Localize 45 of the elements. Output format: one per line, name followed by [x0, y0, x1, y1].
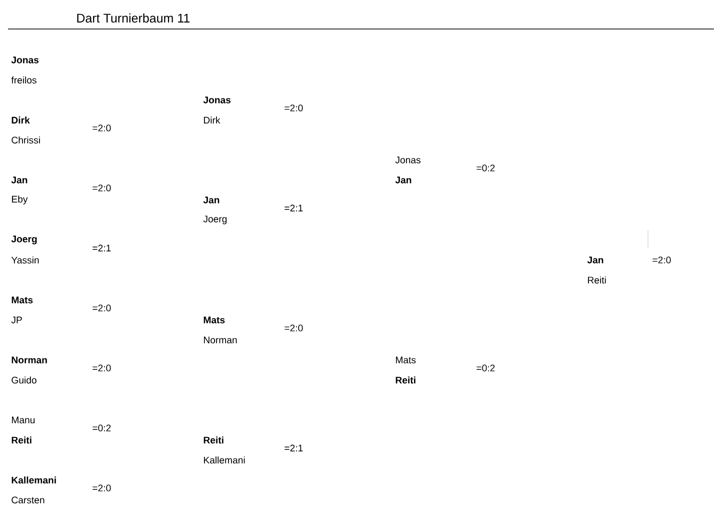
player-name: Reiti	[588, 276, 606, 284]
match-score: =2:0	[92, 124, 111, 132]
player-name: Norman	[12, 356, 47, 364]
player-name: Mats	[12, 296, 33, 304]
player-name: Reiti	[204, 436, 224, 444]
player-name: Kallemani	[12, 476, 56, 484]
player-name: Dirk	[12, 116, 30, 124]
player-name: Jan	[203, 196, 220, 204]
match-score: =2:1	[284, 444, 303, 452]
player-name: Jan	[587, 256, 604, 264]
player-name: Reiti	[396, 376, 416, 384]
player-name: freilos	[11, 76, 36, 84]
player-name: Reiti	[12, 436, 32, 444]
match-score: =2:0	[284, 104, 303, 112]
match-score: =0:2	[476, 164, 495, 172]
match-score: =2:0	[92, 184, 111, 192]
player-name: Mats	[204, 316, 225, 324]
player-name: Jonas	[11, 56, 39, 64]
player-name: Eby	[12, 196, 28, 204]
player-name: Kallemani	[204, 456, 245, 464]
player-name: Chrissi	[12, 136, 40, 144]
player-name: Guido	[12, 376, 36, 384]
player-name: Joerg	[11, 236, 37, 244]
title: Dart Turnierbaum 11	[77, 13, 190, 23]
match-score: =2:0	[92, 304, 111, 312]
match-score: =2:0	[652, 256, 671, 264]
player-name: Mats	[396, 356, 416, 364]
player-name: Manu	[12, 416, 35, 424]
player-name: Jonas	[203, 96, 231, 104]
player-name: JP	[11, 316, 22, 324]
player-name: Dirk	[204, 116, 220, 124]
match-score: =2:1	[284, 204, 303, 212]
player-name: Jan	[11, 176, 28, 184]
player-name: Norman	[204, 336, 237, 344]
player-name: Jonas	[395, 156, 420, 164]
player-name: Carsten	[12, 496, 44, 504]
match-score: =0:2	[92, 424, 111, 432]
match-score: =2:0	[92, 364, 111, 372]
match-score: =0:2	[476, 364, 495, 372]
player-name: Joerg	[203, 216, 227, 224]
player-name: Yassin	[11, 256, 39, 264]
match-score: =2:0	[284, 324, 303, 332]
player-name: Jan	[395, 176, 412, 184]
match-score: =2:0	[92, 484, 111, 492]
match-score: =2:1	[92, 244, 111, 252]
